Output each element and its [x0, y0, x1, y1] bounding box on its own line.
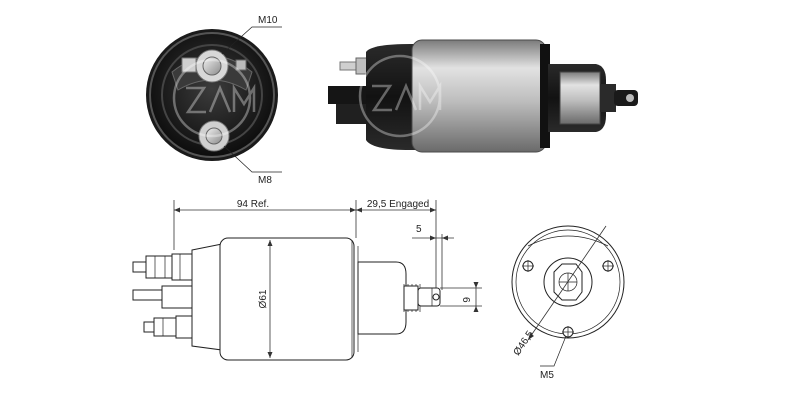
- side-view-photo: [328, 39, 638, 153]
- bolt-hole: [602, 260, 614, 272]
- label-m8: M8: [258, 175, 272, 186]
- label-diameter-body: Ø61: [258, 289, 269, 308]
- front-view-drawing: Ø46,5 M5: [511, 225, 625, 381]
- m10-bolt: [181, 49, 247, 83]
- m8-bolt: [198, 120, 230, 152]
- label-plunger: 6: [460, 297, 471, 303]
- label-m10: M10: [258, 15, 278, 26]
- bolt-hole: [522, 260, 534, 272]
- logo-watermark-side: [358, 54, 442, 138]
- label-m5: M5: [540, 370, 554, 381]
- end-view-photo: M10 M8: [146, 15, 282, 186]
- logo-watermark: [172, 58, 256, 138]
- label-diameter-bolt: Ø46,5: [512, 329, 537, 358]
- label-stroke: 5: [416, 224, 422, 235]
- bolt-hole: [562, 326, 574, 338]
- label-length-ref: 94 Ref.: [237, 199, 269, 210]
- side-view-drawing: 94 Ref. 29,5 Engaged 5 6 Ø61: [132, 199, 482, 361]
- label-engaged: 29,5 Engaged: [367, 199, 429, 210]
